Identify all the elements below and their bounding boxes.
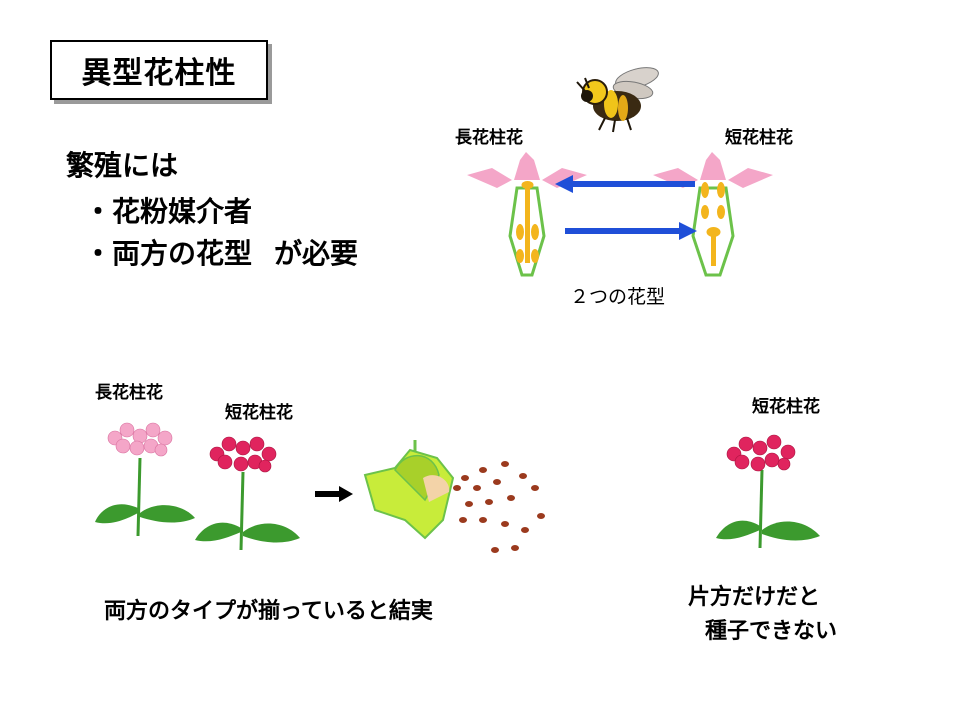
short-style-flower-diagram: [653, 152, 773, 277]
one-type-message-line1: 片方だけだと: [688, 585, 821, 610]
requirement-both-types-text: ・両方の花型: [84, 237, 253, 270]
requirement-both-types: ・両方の花型が必要: [84, 234, 358, 274]
bottom-right-short-style-label: 短花柱花: [752, 397, 820, 417]
pollen-arrow-short-to-long: [555, 175, 695, 193]
bottom-short-style-label: 短花柱花: [225, 403, 293, 423]
two-flower-types-caption: ２つの花型: [570, 286, 666, 308]
bee-icon: [576, 67, 659, 133]
long-style-plant-image: [95, 422, 195, 537]
short-style-plant-image: [195, 436, 300, 551]
long-style-flower-diagram: [467, 152, 587, 277]
pollen-arrow-long-to-short: [565, 222, 697, 240]
one-type-message-line2: 種子できない: [705, 619, 838, 644]
short-style-label: 短花柱花: [725, 128, 793, 148]
requirement-both-types-suffix: が必要: [274, 237, 359, 270]
single-type-plant-image: [716, 434, 820, 549]
title-text: 異型花柱性: [81, 56, 237, 91]
fruit-with-seeds-image: [363, 440, 545, 553]
both-types-message: 両方のタイプが揃っていると結実: [104, 599, 433, 624]
long-style-label: 長花柱花: [455, 128, 523, 148]
page-title: 異型花柱性: [50, 40, 268, 100]
result-arrow-icon: [315, 486, 353, 502]
bottom-long-style-label: 長花柱花: [95, 383, 163, 403]
requirement-pollinator: ・花粉媒介者: [84, 195, 253, 228]
requirements-intro: 繁殖には: [66, 149, 179, 182]
